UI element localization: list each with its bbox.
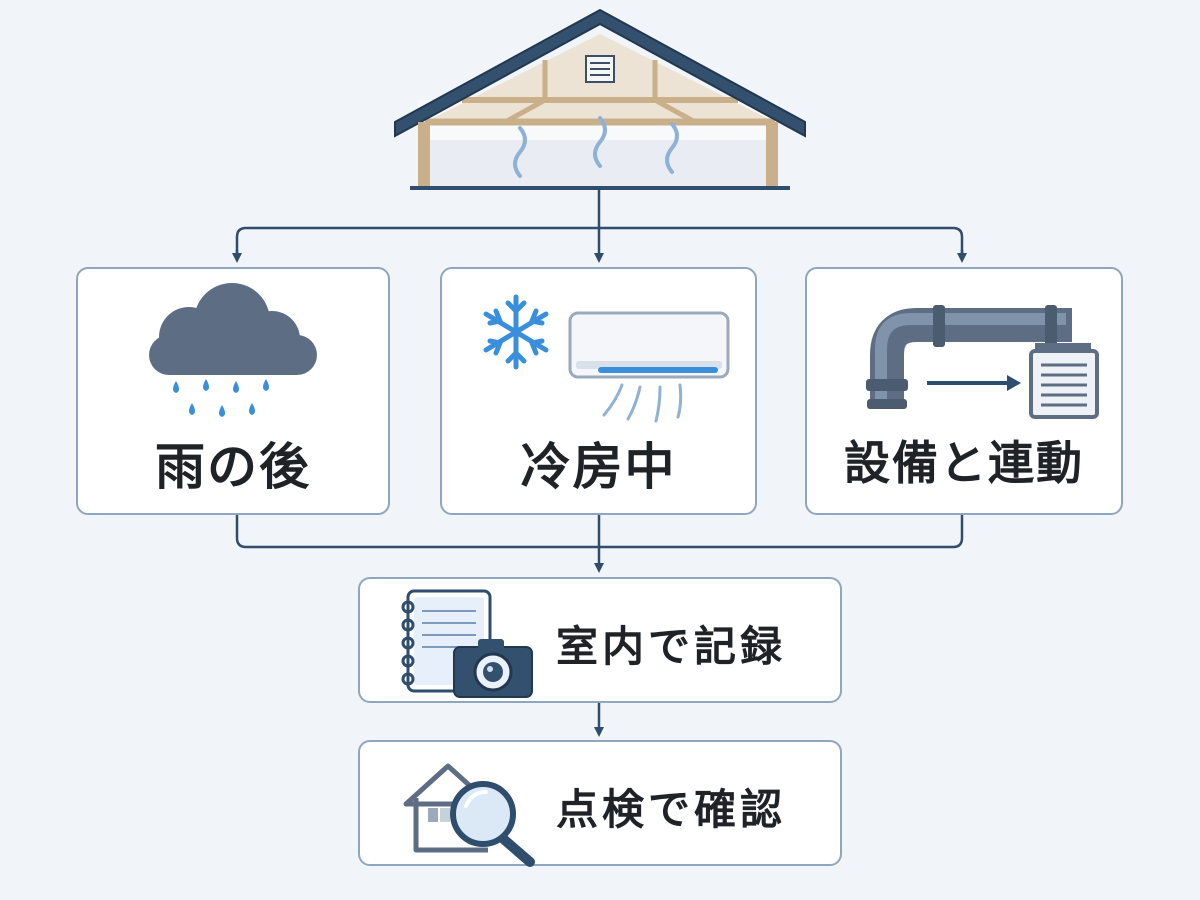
equipment-card: 設備と連動 [805,267,1123,515]
after-rain-label: 雨の後 [155,438,311,496]
rain-cloud-icon [149,283,317,417]
record-label: 室内で記録 [556,622,787,671]
notebook-camera-icon [401,589,533,698]
air-conditioner-icon [483,294,730,423]
merge-connectors [235,515,964,737]
equipment-label: 設備と連動 [844,436,1084,490]
pipe-duct-icon [866,305,1099,419]
cooling-label: 冷房中 [520,438,677,496]
record-card: 室内で記録 [358,577,842,703]
inspect-card: 点検で確認 [358,740,842,867]
cooling-card: 冷房中 [440,267,757,515]
snowflake-icon [483,294,549,370]
attic-house-icon [394,8,806,190]
branch-connectors-top [232,190,967,263]
after-rain-card: 雨の後 [76,267,390,515]
inspect-label: 点検で確認 [556,785,787,834]
house-magnifier-icon [403,763,535,867]
